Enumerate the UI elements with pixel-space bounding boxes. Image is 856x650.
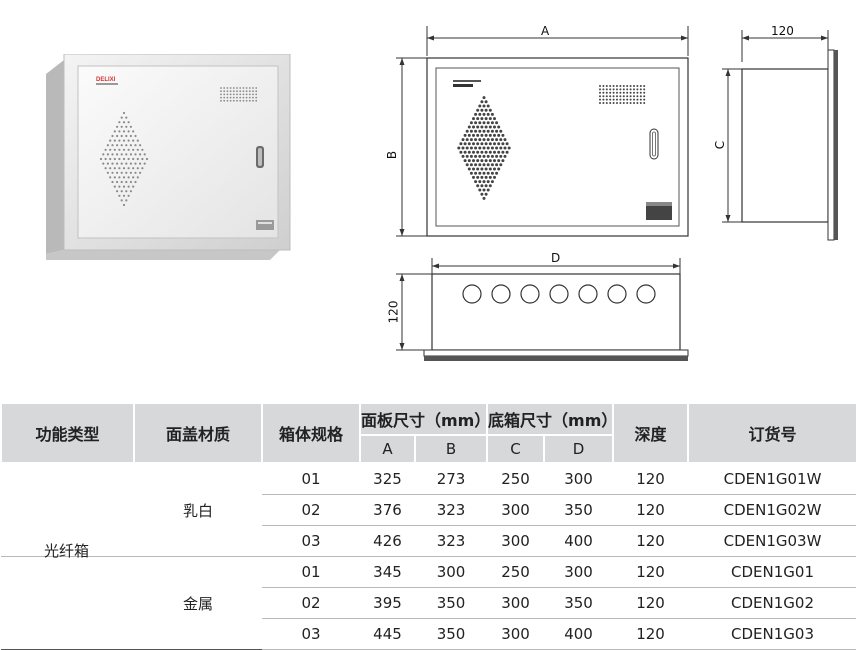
svg-text:DELIXI: DELIXI bbox=[96, 77, 116, 83]
cell-d: 400 bbox=[544, 525, 614, 557]
front-view-drawing: A B bbox=[385, 22, 693, 244]
bottom-width-label: D bbox=[551, 251, 561, 265]
cell-depth: 120 bbox=[613, 494, 689, 526]
cell-d: 300 bbox=[544, 463, 614, 495]
subheader-a: A bbox=[359, 434, 416, 464]
side-view-drawing: 120 C bbox=[713, 22, 841, 244]
cell-b: 300 bbox=[415, 556, 488, 588]
cell-order: CDEN1G01 bbox=[688, 556, 856, 588]
cell-depth: 120 bbox=[613, 587, 689, 619]
cell-spec: 03 bbox=[262, 525, 360, 557]
cell-d: 350 bbox=[544, 494, 614, 526]
header-panel-size: 面板尺寸（mm） bbox=[358, 402, 490, 436]
header-depth: 深度 bbox=[612, 402, 690, 464]
cell-d: 400 bbox=[544, 618, 614, 650]
cell-depth: 120 bbox=[613, 556, 689, 588]
cell-d: 300 bbox=[544, 556, 614, 588]
cell-a: 426 bbox=[360, 525, 415, 557]
cell-a: 395 bbox=[360, 587, 415, 619]
cell-a: 376 bbox=[360, 494, 415, 526]
header-spec: 箱体规格 bbox=[261, 402, 361, 464]
cell-b: 323 bbox=[415, 525, 488, 557]
header-box-size: 底箱尺寸（mm） bbox=[486, 402, 617, 436]
cell-c: 300 bbox=[487, 494, 545, 526]
type-cell: 光纤箱 bbox=[43, 542, 89, 560]
product-photo: DELIXI bbox=[44, 53, 294, 264]
cell-c: 250 bbox=[487, 556, 545, 588]
spec-table: 功能类型 面盖材质 箱体规格 面板尺寸（mm） 底箱尺寸（mm） 深度 订货号 … bbox=[0, 402, 856, 650]
type-cell-top bbox=[1, 463, 134, 557]
cell-spec: 03 bbox=[262, 618, 360, 650]
cell-spec: 01 bbox=[262, 556, 360, 588]
subheader-c: C bbox=[486, 434, 546, 464]
cell-c: 300 bbox=[487, 618, 545, 650]
front-width-label: A bbox=[541, 24, 550, 38]
subheader-d: D bbox=[543, 434, 615, 464]
bottom-depth-label: 120 bbox=[386, 300, 401, 324]
cell-depth: 120 bbox=[613, 618, 689, 650]
cell-b: 350 bbox=[415, 618, 488, 650]
cell-b: 350 bbox=[415, 587, 488, 619]
material-cell: 乳白 bbox=[134, 463, 262, 557]
bottom-view-drawing: D 120 bbox=[386, 251, 698, 368]
cell-a: 325 bbox=[360, 463, 415, 495]
cell-a: 345 bbox=[360, 556, 415, 588]
header-type: 功能类型 bbox=[0, 402, 135, 464]
cell-d: 350 bbox=[544, 587, 614, 619]
cell-c: 300 bbox=[487, 587, 545, 619]
cell-order: CDEN1G02 bbox=[688, 587, 856, 619]
cell-spec: 01 bbox=[262, 463, 360, 495]
cell-order: CDEN1G02W bbox=[688, 494, 856, 526]
type-cell-bottom bbox=[1, 556, 134, 650]
subheader-b: B bbox=[413, 434, 489, 464]
material-cell: 金属 bbox=[134, 556, 262, 650]
cell-spec: 02 bbox=[262, 494, 360, 526]
cell-b: 273 bbox=[415, 463, 488, 495]
cell-order: CDEN1G03W bbox=[688, 525, 856, 557]
cell-c: 300 bbox=[487, 525, 545, 557]
side-height-label: C bbox=[713, 140, 728, 150]
side-depth-label: 120 bbox=[771, 24, 794, 38]
header-order-no: 订货号 bbox=[687, 402, 856, 464]
cell-order: CDEN1G01W bbox=[688, 463, 856, 495]
cell-a: 445 bbox=[360, 618, 415, 650]
cell-c: 250 bbox=[487, 463, 545, 495]
fiber-box-photo: DELIXI bbox=[46, 53, 291, 260]
cell-spec: 02 bbox=[262, 587, 360, 619]
header-material: 面盖材质 bbox=[133, 402, 263, 464]
front-height-label: B bbox=[385, 150, 400, 160]
cell-depth: 120 bbox=[613, 463, 689, 495]
cell-depth: 120 bbox=[613, 525, 689, 557]
cell-order: CDEN1G03 bbox=[688, 618, 856, 650]
cell-b: 323 bbox=[415, 494, 488, 526]
